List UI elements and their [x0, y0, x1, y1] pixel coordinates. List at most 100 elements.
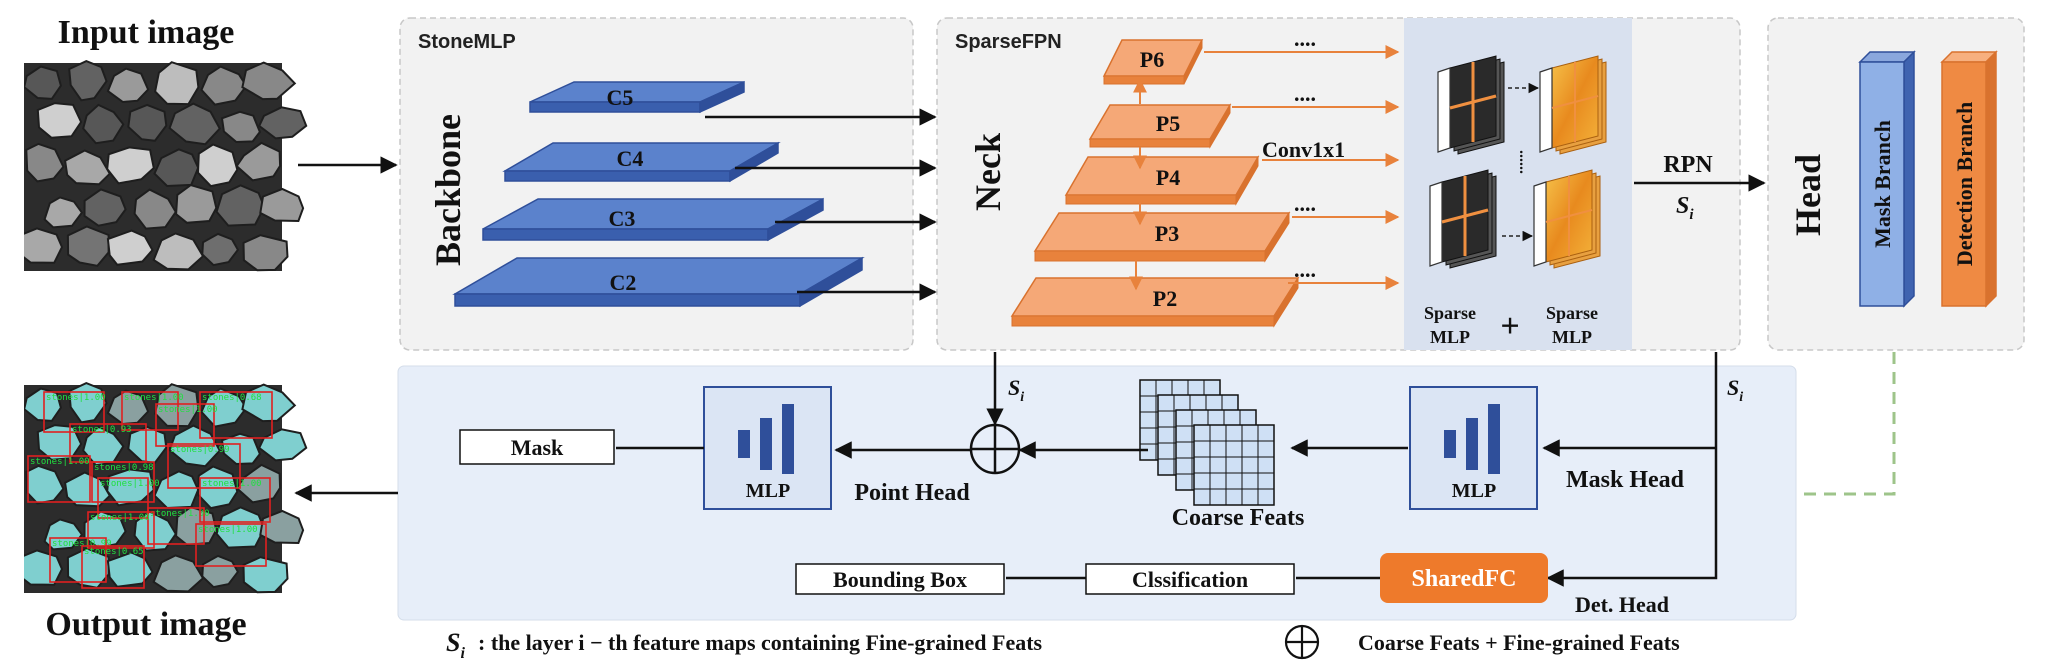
- rpn-to-heads-line: [1546, 352, 1718, 587]
- stone-shape: [66, 225, 110, 267]
- legend-s-symbol: Si: [446, 628, 465, 662]
- stone-shape: [175, 184, 218, 224]
- point-head-mlp-label: MLP: [746, 480, 790, 502]
- detection-label: stones|1.00: [150, 509, 210, 519]
- mask-head-label: Mask Head: [1566, 467, 1685, 493]
- backbone-plate-side: [799, 256, 863, 308]
- stone-shape: [153, 470, 200, 510]
- detection-box: [87, 511, 155, 549]
- detection-label: stones|1.00: [46, 393, 106, 403]
- detection-box: [43, 391, 105, 433]
- stone-shape: [235, 141, 282, 182]
- vertical-dots: ......: [1516, 150, 1533, 174]
- sparse-mlp-left-line2: MLP: [1430, 327, 1470, 347]
- backbone-plate-side: [699, 80, 745, 114]
- stone-shape: [19, 227, 64, 264]
- detection-label: stones|0.99: [52, 539, 112, 549]
- stone-shape: [196, 143, 239, 188]
- head-side-label: Head: [1788, 154, 1828, 236]
- backbone-layer-label: C5: [607, 85, 634, 110]
- neck-level-label: P5: [1156, 111, 1180, 136]
- feature-map-edge: [1533, 181, 1547, 267]
- sparse-mlp-right-line1: Sparse: [1546, 303, 1598, 323]
- detection-box: [97, 477, 149, 519]
- stone-shape: [68, 382, 108, 424]
- detection-box: [27, 455, 91, 503]
- detection-label: stones|0.93: [72, 425, 132, 435]
- detection-label: stones|0.99: [170, 445, 230, 455]
- stone-shape: [220, 432, 262, 466]
- neck-plate-front: [1089, 138, 1211, 148]
- feature-map-cross: [1449, 94, 1497, 110]
- stone-shape: [201, 232, 240, 267]
- heads-s-symbol: Si: [1727, 375, 1743, 405]
- detection-branch-label: Detection Branch: [1952, 102, 1977, 266]
- stone-shape: [25, 142, 65, 183]
- stone-shape: [200, 65, 248, 106]
- stone-shape: [215, 184, 266, 227]
- image-mask: [0, 345, 24, 635]
- neck-plate-side: [1264, 211, 1290, 263]
- stone-shape: [241, 61, 297, 101]
- output-image-title: Output image: [45, 606, 246, 643]
- sparse-mlp-right-line2: MLP: [1552, 327, 1592, 347]
- stone-shape: [133, 188, 177, 230]
- stone-shape: [68, 60, 108, 102]
- stone-shape: [154, 61, 200, 106]
- backbone-plate-top: [452, 257, 865, 295]
- detection-box: [81, 545, 145, 589]
- neck-ellipsis: ....: [1294, 26, 1316, 51]
- image-mask: [0, 23, 24, 313]
- stone-shape: [82, 103, 125, 145]
- stone-shape: [82, 425, 125, 467]
- stone-shape: [215, 506, 266, 549]
- stone-shape: [19, 549, 64, 586]
- bounding-box-label: Bounding Box: [833, 567, 967, 592]
- detection-box: [49, 537, 107, 583]
- coarse-grid-layer: [1193, 424, 1275, 506]
- neck-panel-title: SparseFPN: [955, 31, 1062, 53]
- neck-plate-side: [1183, 39, 1203, 85]
- stone-shape: [241, 383, 297, 423]
- stone-shape: [106, 146, 155, 185]
- input-image-title: Input image: [58, 14, 235, 51]
- neck-ellipsis: ....: [1294, 257, 1316, 282]
- neck-plate-front: [1011, 315, 1275, 327]
- backbone-plate-side: [729, 141, 779, 183]
- shared-fc-box: [1380, 553, 1548, 603]
- coarse-feats-label: Coarse Feats: [1172, 505, 1305, 531]
- detection-label: stones|1.00: [30, 457, 90, 467]
- detection-label: stones|1.00: [198, 525, 258, 535]
- detection-branch-block: [1940, 50, 1998, 308]
- neck-plate-side: [1209, 103, 1231, 149]
- neck-levels: P6....P5....P4P3....P2....: [1010, 26, 1400, 328]
- neck-plate-front: [1034, 250, 1266, 262]
- stone-shape: [64, 149, 112, 186]
- stone-shape: [133, 510, 177, 552]
- stone-shape: [152, 232, 205, 271]
- stone-shape: [220, 110, 262, 144]
- input-stone-image: [19, 60, 308, 272]
- stone-shape: [83, 188, 127, 227]
- detection-label: stones|0.98: [94, 463, 154, 473]
- neck-side-label: Neck: [968, 133, 1008, 211]
- stone-shape: [259, 509, 305, 545]
- backbone-plate-front: [454, 293, 801, 307]
- backbone-layer-label: C2: [610, 270, 637, 295]
- stone-shape: [106, 67, 150, 104]
- neck-level-label: P2: [1153, 286, 1177, 311]
- detection-label: stones|1.00: [124, 393, 184, 403]
- neck-plate-side: [1235, 155, 1259, 206]
- detection-label: stones|1.00: [100, 479, 160, 489]
- neck-level-label: P6: [1140, 47, 1164, 72]
- backbone-panel-title: StoneMLP: [418, 31, 516, 53]
- feature-map-cross: [1441, 208, 1489, 224]
- backbone-plate-top: [482, 198, 824, 230]
- stone-shape: [259, 187, 305, 223]
- neck-plate-front: [1103, 75, 1185, 85]
- stone-shape: [106, 389, 150, 426]
- head-dashed-connector: [1802, 352, 1896, 496]
- stone-shape: [168, 102, 222, 146]
